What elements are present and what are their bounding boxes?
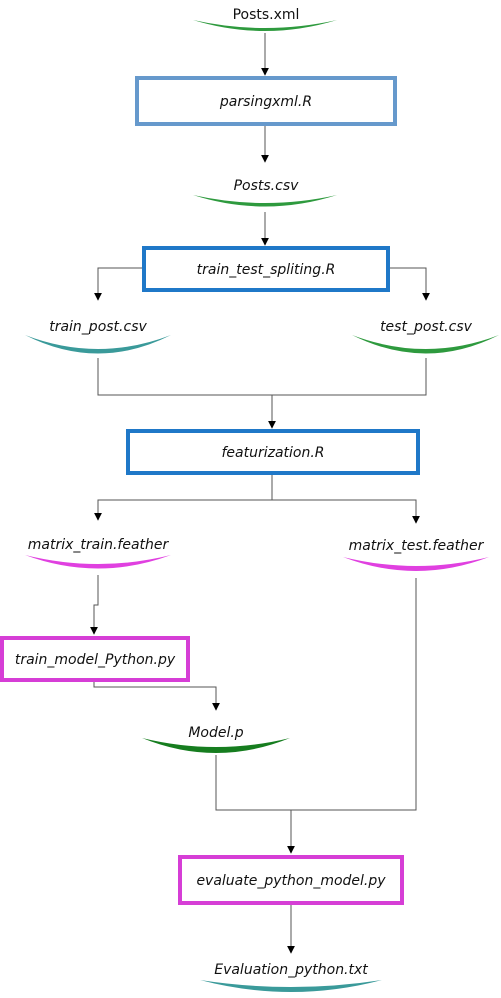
file-evaluation-python-txt-label: Evaluation_python.txt <box>214 962 368 978</box>
file-matrix-test-feather-label: matrix_test.feather <box>349 538 485 554</box>
edge-featurization-to-matrix-train <box>94 473 273 521</box>
edge-splitting-to-train-post <box>94 267 144 301</box>
edge-train-post-to-featurization <box>97 358 272 396</box>
file-test-post-csv-outline <box>352 335 499 354</box>
file-posts-xml-label: Posts.xml <box>233 7 300 23</box>
process-evaluate-python-model-py-label: evaluate_python_model.py <box>196 873 386 889</box>
file-posts-csv: Posts.csv <box>193 178 337 207</box>
file-test-post-csv: test_post.csv <box>352 319 499 354</box>
process-evaluate-python-model-py: evaluate_python_model.py <box>178 855 404 905</box>
edge-matrix-test-to-evaluate <box>291 578 417 811</box>
process-parsingxml-r: parsingxml.R <box>135 76 397 126</box>
file-matrix-train-feather-label: matrix_train.feather <box>28 537 170 553</box>
file-model-p-outline <box>142 738 290 753</box>
file-posts-xml: Posts.xml <box>193 7 337 31</box>
file-evaluation-python-txt-outline <box>200 980 382 992</box>
process-train-model-python-py-label: train_model_Python.py <box>15 652 176 668</box>
process-train-test-spliting-r-box <box>142 246 390 292</box>
file-model-p: Model.p <box>142 725 290 753</box>
process-train-test-spliting-r-label: train_test_spliting.R <box>197 262 336 278</box>
file-matrix-train-feather-outline <box>25 555 171 569</box>
file-train-post-csv: train_post.csv <box>25 319 171 354</box>
process-featurization-r: featurization.R <box>126 429 420 475</box>
edge-splitting-to-test-post <box>388 267 430 301</box>
file-model-p-label: Model.p <box>188 725 243 741</box>
process-parsingxml-r-label: parsingxml.R <box>219 94 312 110</box>
process-evaluate-python-model-py-box <box>178 855 404 905</box>
process-train-model-python-py: train_model_Python.py <box>0 636 190 682</box>
edge-train-model-to-model-p <box>93 682 220 711</box>
file-matrix-train-feather: matrix_train.feather <box>25 537 171 569</box>
file-test-post-csv-label: test_post.csv <box>380 319 473 335</box>
process-featurization-r-label: featurization.R <box>221 445 324 461</box>
file-posts-xml-outline <box>193 20 337 31</box>
file-posts-csv-outline <box>193 195 337 207</box>
file-train-post-csv-label: train_post.csv <box>49 319 147 335</box>
edge-model-p-to-evaluate <box>215 755 295 854</box>
edge-featurization-to-matrix-test <box>272 499 420 524</box>
process-train-model-python-py-box <box>0 636 190 682</box>
connectors <box>90 33 430 954</box>
file-evaluation-python-txt: Evaluation_python.txt <box>200 962 382 992</box>
file-matrix-test-feather-outline <box>343 557 489 571</box>
file-matrix-test-feather: matrix_test.feather <box>343 538 489 571</box>
edge-test-post-to-featurization <box>268 358 427 429</box>
file-posts-csv-label: Posts.csv <box>234 178 300 194</box>
process-featurization-r-box <box>126 429 420 475</box>
edge-matrix-train-to-train-model <box>90 575 99 635</box>
process-train-test-spliting-r: train_test_spliting.R <box>142 246 390 292</box>
process-parsingxml-r-box <box>135 76 397 126</box>
file-train-post-csv-outline <box>25 335 171 354</box>
